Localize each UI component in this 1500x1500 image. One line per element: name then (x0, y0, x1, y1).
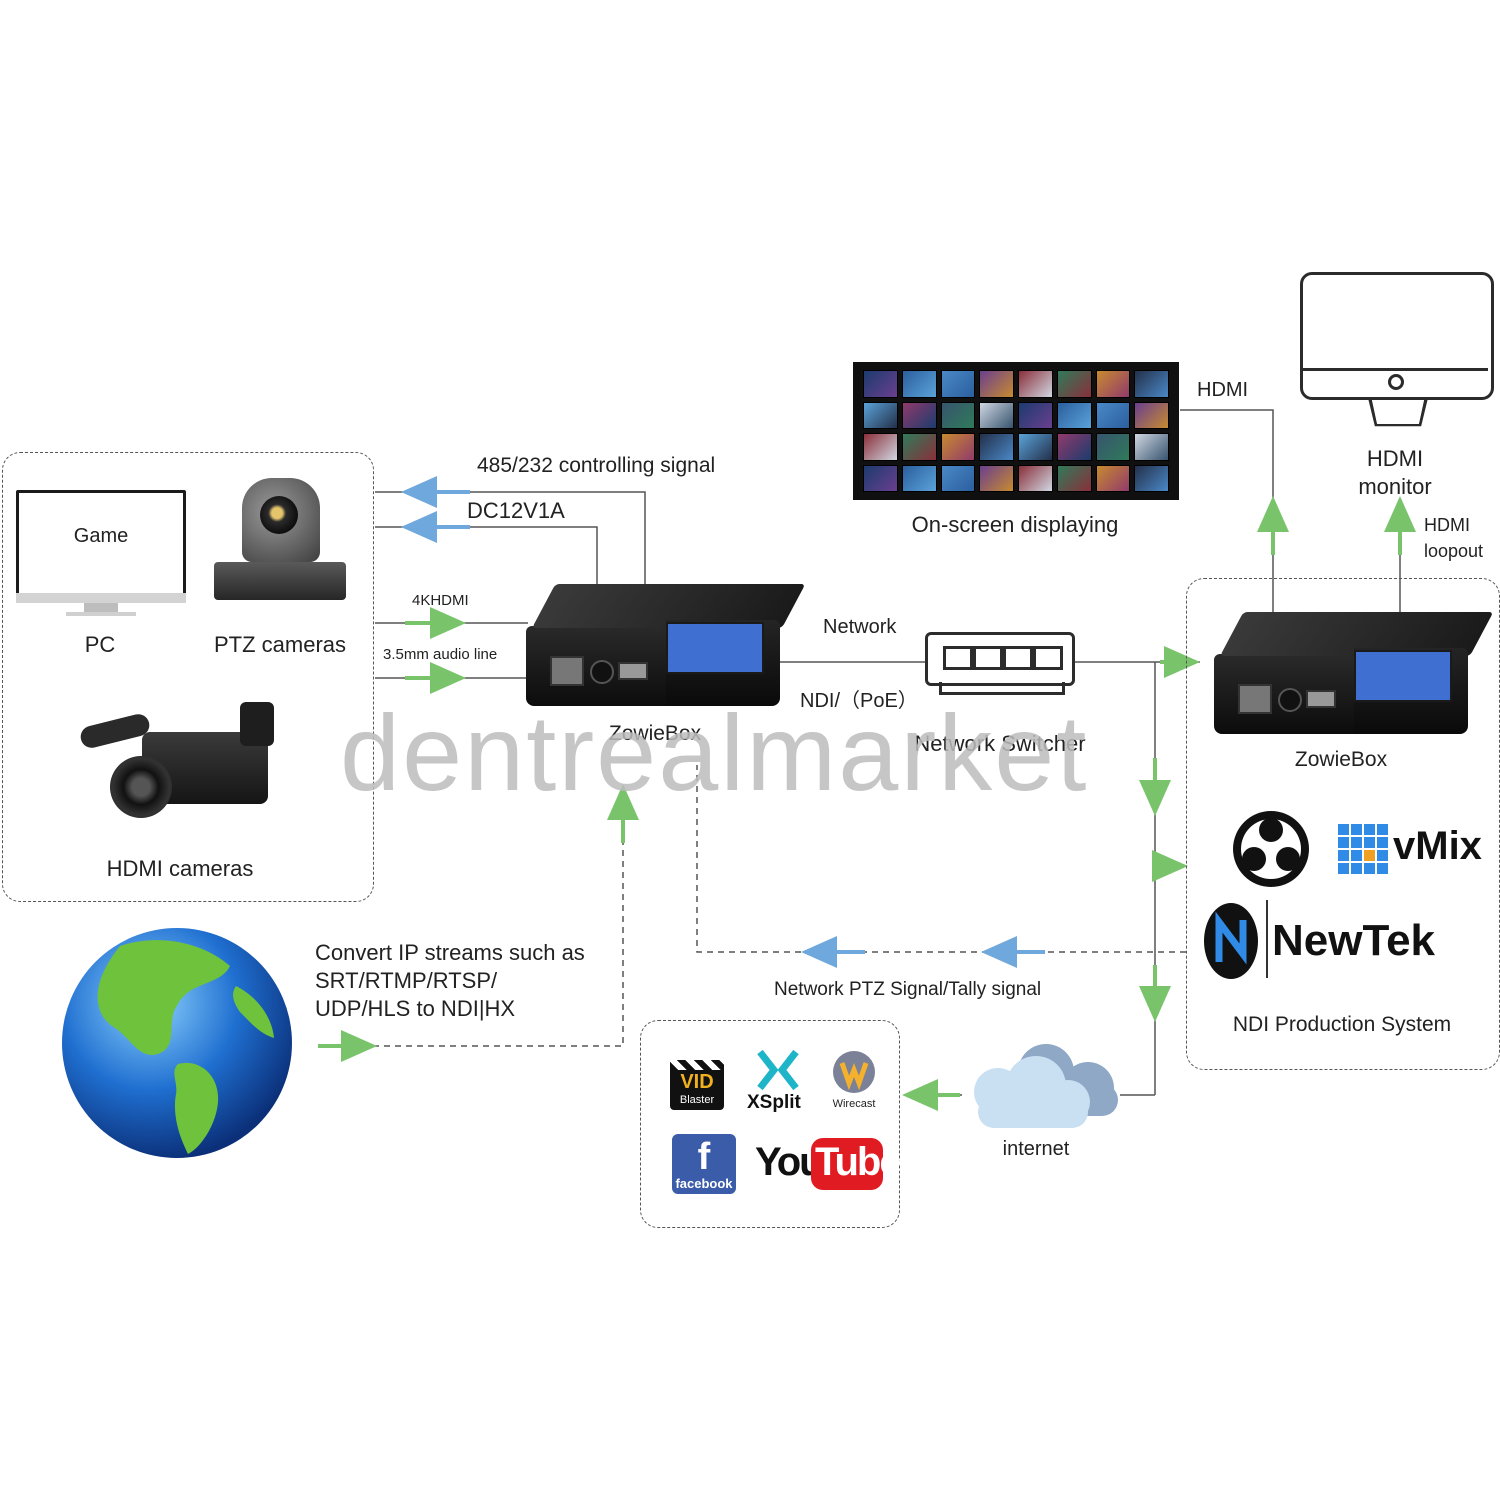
video-wall-tile (979, 370, 1014, 398)
ptz-camera-icon (210, 478, 350, 610)
video-wall-tile (940, 401, 976, 429)
video-wall-tile (979, 401, 1014, 429)
pc-label: PC (84, 632, 116, 657)
ndi-poe-label: NDI/（PoE） (800, 690, 918, 712)
zowiebox-left (526, 584, 806, 708)
display-label: On-screen displaying (911, 512, 1119, 537)
cloud-icon (958, 1040, 1126, 1132)
vmix-logo-icon (1338, 824, 1388, 874)
video-wall-tile (979, 464, 1014, 492)
video-wall-tile (1056, 433, 1092, 461)
network-switch-icon (925, 632, 1075, 696)
zowiebox-right-label: ZowieBox (1294, 748, 1388, 771)
video-wall-tile (901, 464, 937, 492)
zowiebox-left-label: ZowieBox (608, 722, 702, 745)
video-wall-tile (901, 401, 937, 429)
control-signal-label: 485/232 controlling signal (477, 454, 716, 477)
video-wall-tile (863, 464, 898, 492)
facebook-f-glyph: f (697, 1136, 711, 1178)
network-label: Network (823, 616, 897, 638)
video-wall-tile (940, 433, 976, 461)
video-wall-tile (1134, 401, 1169, 429)
xsplit-logo-icon (756, 1049, 800, 1091)
power-label: DC12V1A (467, 498, 565, 523)
video-wall-tile (1056, 370, 1092, 398)
facebook-text: facebook (675, 1176, 733, 1191)
video-wall-display (853, 362, 1179, 500)
vidblaster-text-1: VID (680, 1071, 714, 1093)
video-wall-tile (940, 370, 976, 398)
audio-label: 3.5mm audio line (383, 646, 498, 663)
wirecast-logo-icon (832, 1050, 876, 1094)
ip-streams-line2: SRT/RTMP/RTSP/ (315, 968, 498, 993)
video-wall-tile (1018, 433, 1053, 461)
monitor-label-2: monitor (1358, 474, 1432, 499)
monitor-label-1: HDMI (1366, 446, 1424, 471)
ptz-label: PTZ cameras (213, 632, 347, 657)
newtek-logo-icon (1203, 902, 1259, 980)
hdmi-cameras-label: HDMI cameras (106, 856, 254, 881)
sources-group (2, 452, 374, 902)
switch-label: Network Switcher (914, 731, 1086, 756)
video-wall-tile (1095, 370, 1131, 398)
wirecast-text: Wirecast (832, 1098, 876, 1110)
newtek-text: NewTek (1272, 916, 1436, 965)
video-wall-tile (1018, 401, 1053, 429)
video-wall-tile (1018, 464, 1053, 492)
video-wall-tile (863, 401, 898, 429)
youtube-tube-text: Tube (815, 1140, 902, 1184)
ndi-system-label: NDI Production System (1232, 1013, 1452, 1036)
globe-icon (60, 926, 294, 1160)
video-wall-tile (863, 433, 898, 461)
xsplit-text: XSplit (747, 1092, 801, 1113)
pc-monitor: Game (16, 490, 186, 618)
video-wall-tile (901, 370, 937, 398)
hdmi-monitor-icon (1300, 272, 1494, 436)
cloud-label: internet (1002, 1138, 1070, 1160)
video-wall-tile (1095, 401, 1131, 429)
vmix-text: vMix (1393, 824, 1482, 868)
hdmi-loopout-label-2: loopout (1424, 541, 1484, 561)
video-wall-tile (1134, 370, 1169, 398)
hdmi-out-label: HDMI (1197, 379, 1249, 401)
video-wall-tile (1134, 433, 1169, 461)
obs-logo-icon (1232, 810, 1310, 888)
video-wall-tile (1134, 464, 1169, 492)
hdmi-loopout-label-1: HDMI (1424, 515, 1470, 535)
ip-streams-line1: Convert IP streams such as (315, 940, 585, 965)
hdmi-camera-icon (78, 698, 280, 830)
facebook-logo-icon: f facebook (672, 1134, 736, 1194)
ip-streams-line3: UDP/HLS to NDI|HX (315, 996, 516, 1021)
video-wall-tile (979, 433, 1014, 461)
hdmi-in-label: 4KHDMI (412, 592, 469, 609)
zowiebox-right (1214, 612, 1494, 736)
video-wall-tile (1018, 370, 1053, 398)
vidblaster-text-2: Blaster (679, 1094, 715, 1106)
video-wall-tile (940, 464, 976, 492)
video-wall-tile (901, 433, 937, 461)
video-wall-tile (863, 370, 898, 398)
vidblaster-logo-icon: VID Blaster (670, 1060, 724, 1110)
youtube-logo-icon: You Tube (755, 1138, 902, 1190)
video-wall-tile (1095, 464, 1131, 492)
streaming-platforms-group (640, 1020, 900, 1228)
video-wall-tile (1056, 464, 1092, 492)
ptz-tally-label: Network PTZ Signal/Tally signal (774, 979, 1042, 1000)
pc-screen-text: Game (73, 525, 129, 547)
watermark: dentrealmarket (340, 692, 1089, 813)
video-wall-tile (1095, 433, 1131, 461)
video-wall-tile (1056, 401, 1092, 429)
newtek-divider (1266, 900, 1268, 978)
